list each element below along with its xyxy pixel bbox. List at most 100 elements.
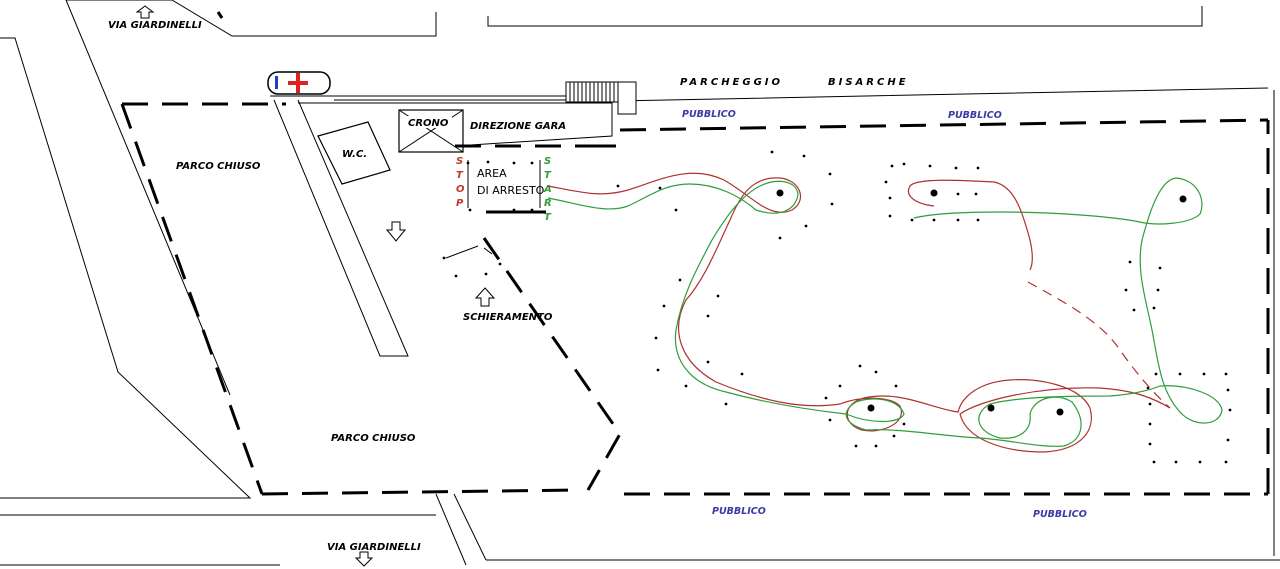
- start-letter: A: [543, 184, 552, 195]
- crono-label: CRONO: [408, 118, 449, 129]
- cone-dot: [1158, 266, 1162, 270]
- post-marker: [987, 404, 995, 412]
- area-label-line2: DI ARRESTO: [477, 184, 545, 197]
- cone-dot: [778, 236, 782, 240]
- course-path-green: [547, 177, 1223, 447]
- cone-dot: [466, 161, 470, 165]
- stop-letter: O: [456, 184, 465, 195]
- cone-dot: [662, 304, 666, 308]
- cone-dot: [1224, 460, 1228, 464]
- cone-dot: [658, 186, 662, 190]
- cone-dot: [616, 184, 620, 188]
- cone-dot: [674, 208, 678, 212]
- cone-dot: [874, 444, 878, 448]
- cone-dot: [484, 272, 488, 276]
- cone-dot: [838, 384, 842, 388]
- cone-dot: [888, 214, 892, 218]
- cone-dot: [888, 196, 892, 200]
- start-letter: R: [544, 198, 552, 209]
- start-letter: T: [544, 212, 552, 223]
- course-path-red: [547, 172, 1171, 453]
- cone-dot: [530, 161, 534, 165]
- arrow-down-icon: [354, 551, 374, 567]
- cone-dot: [1152, 306, 1156, 310]
- cone-dot: [654, 336, 658, 340]
- pubblico-label-bottom-left: PUBBLICO: [712, 506, 766, 517]
- cone-dot: [512, 161, 516, 165]
- cone-dot: [932, 218, 936, 222]
- posts: [776, 189, 1187, 416]
- start-letter: S: [544, 156, 551, 167]
- cone-dot: [706, 314, 710, 318]
- stop-letter: S: [456, 156, 463, 167]
- cone-dot: [830, 202, 834, 206]
- cone-dot: [1154, 372, 1158, 376]
- schieramento-label: SCHIERAMENTO: [463, 312, 553, 323]
- cone-dot: [530, 208, 534, 212]
- cone-dot: [854, 444, 858, 448]
- cone-markers: [442, 150, 1232, 464]
- cone-dot: [910, 218, 914, 222]
- cone-dot: [874, 370, 878, 374]
- parking-label-2: BISARCHE: [828, 77, 909, 88]
- crono-booth: CRONO: [398, 109, 464, 153]
- cone-dot: [902, 162, 906, 166]
- arrow-up-icon: [135, 5, 155, 19]
- cone-dot: [956, 192, 960, 196]
- start-letters: S T A R T: [543, 156, 552, 223]
- cone-dot: [974, 192, 978, 196]
- pubblico-label-top-left: PUBBLICO: [682, 109, 736, 120]
- wc-label: W.C.: [342, 149, 367, 160]
- cone-dot: [512, 208, 516, 212]
- cone-dot: [454, 274, 458, 278]
- arrow-up-icon: [474, 287, 496, 307]
- cone-dot: [1226, 438, 1230, 442]
- cone-dot: [724, 402, 728, 406]
- direzione-gara-label: DIREZIONE GARA: [470, 121, 566, 132]
- cone-dot: [894, 384, 898, 388]
- cone-dot: [486, 160, 490, 164]
- cone-dot: [802, 154, 806, 158]
- pubblico-label-bottom-right: PUBBLICO: [1033, 509, 1087, 520]
- dashed-boundaries: [120, 102, 1270, 496]
- cone-dot: [1156, 288, 1160, 292]
- parco-chiuso-bottom-label: PARCO CHIUSO: [331, 433, 416, 444]
- post-marker: [930, 189, 938, 197]
- cone-dot: [1124, 288, 1128, 292]
- cone-dot: [828, 172, 832, 176]
- cone-dot: [824, 396, 828, 400]
- arrow-down-icon: [385, 221, 407, 242]
- cone-dot: [976, 166, 980, 170]
- stop-letters: S T O P: [456, 156, 465, 209]
- street-label-top: VIA GIARDINELLI: [108, 20, 202, 31]
- cone-dot: [468, 208, 472, 212]
- cone-dot: [1174, 460, 1178, 464]
- street-label-bottom: VIA GIARDINELLI: [327, 542, 421, 553]
- stop-letter: T: [456, 170, 464, 181]
- cone-dot: [892, 434, 896, 438]
- parking-label-1: PARCHEGGIO: [680, 77, 783, 88]
- cone-dot: [442, 256, 446, 260]
- cone-dot: [858, 364, 862, 368]
- cone-dot: [956, 218, 960, 222]
- wc-building: W.C.: [317, 121, 391, 185]
- stop-letter: P: [456, 198, 464, 209]
- cone-dot: [928, 164, 932, 168]
- area-di-arresto: AREA DI ARRESTO: [467, 160, 545, 208]
- cone-dot: [1202, 372, 1206, 376]
- post-marker: [1179, 195, 1187, 203]
- cone-dot: [1226, 388, 1230, 392]
- cone-dot: [828, 418, 832, 422]
- stairs-icon: [565, 81, 637, 115]
- cone-dot: [902, 422, 906, 426]
- pubblico-label-top-right: PUBBLICO: [948, 110, 1002, 121]
- cone-dot: [1148, 402, 1152, 406]
- cone-dot: [954, 166, 958, 170]
- cone-dot: [678, 278, 682, 282]
- cone-dot: [804, 224, 808, 228]
- first-aid-icon: [267, 71, 331, 95]
- cone-dot: [656, 368, 660, 372]
- cone-dot: [976, 218, 980, 222]
